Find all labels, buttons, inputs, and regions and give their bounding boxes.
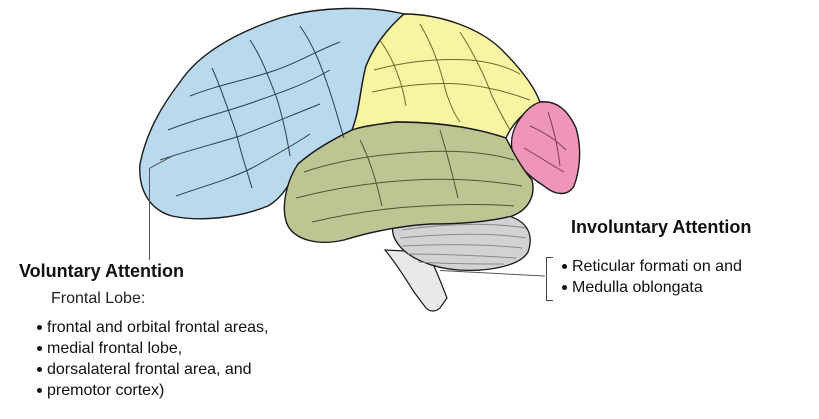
list-item: Medulla oblongata: [562, 277, 742, 298]
list-item: medial frontal lobe,: [37, 338, 268, 359]
list-item-text: Medulla oblongata: [572, 277, 703, 298]
frontal-lobe-subtitle: Frontal Lobe:: [51, 291, 145, 307]
bullet-icon: [37, 325, 42, 330]
list-item-text: medial frontal lobe,: [47, 338, 182, 359]
list-item-text: frontal and orbital frontal areas,: [47, 317, 268, 338]
involuntary-bracket: [546, 257, 553, 301]
bullet-icon: [562, 264, 567, 269]
bullet-icon: [562, 285, 567, 290]
bullet-icon: [37, 346, 42, 351]
voluntary-attention-title: Voluntary Attention: [19, 262, 184, 280]
list-item-text: dorsalateral frontal area, and: [47, 359, 252, 380]
list-item-text: Reticular formati on and: [572, 256, 742, 277]
list-item: frontal and orbital frontal areas,: [37, 317, 268, 338]
bullet-icon: [37, 388, 42, 393]
involuntary-attention-list: Reticular formati on and Medulla oblonga…: [562, 256, 742, 298]
list-item: dorsalateral frontal area, and: [37, 359, 268, 380]
voluntary-attention-list: frontal and orbital frontal areas, media…: [37, 317, 268, 401]
list-item-text: premotor cortex): [47, 380, 164, 401]
involuntary-attention-title: Involuntary Attention: [571, 218, 751, 236]
list-item: premotor cortex): [37, 380, 268, 401]
list-item: Reticular formati on and: [562, 256, 742, 277]
bullet-icon: [37, 367, 42, 372]
voluntary-leader-vertical: [149, 168, 150, 260]
